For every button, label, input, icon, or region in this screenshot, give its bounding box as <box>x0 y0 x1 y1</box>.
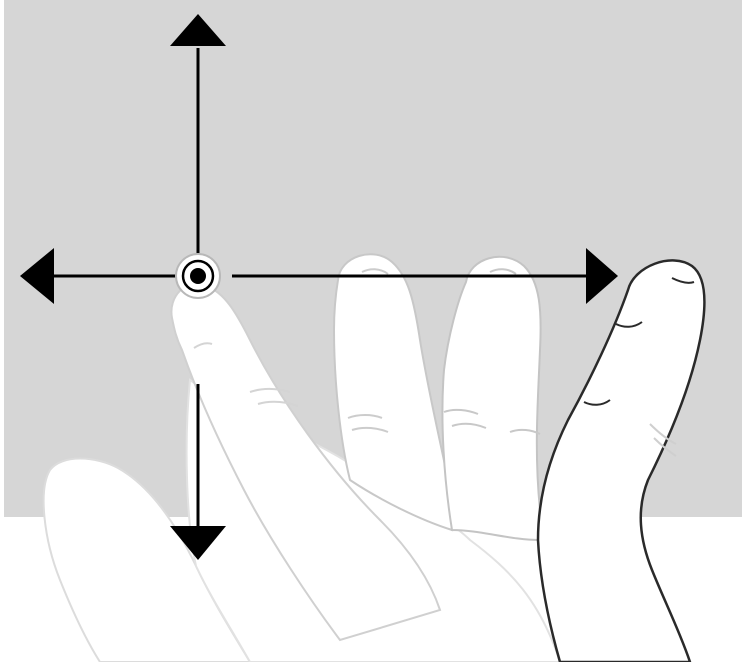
touch-point-icon <box>176 254 220 298</box>
